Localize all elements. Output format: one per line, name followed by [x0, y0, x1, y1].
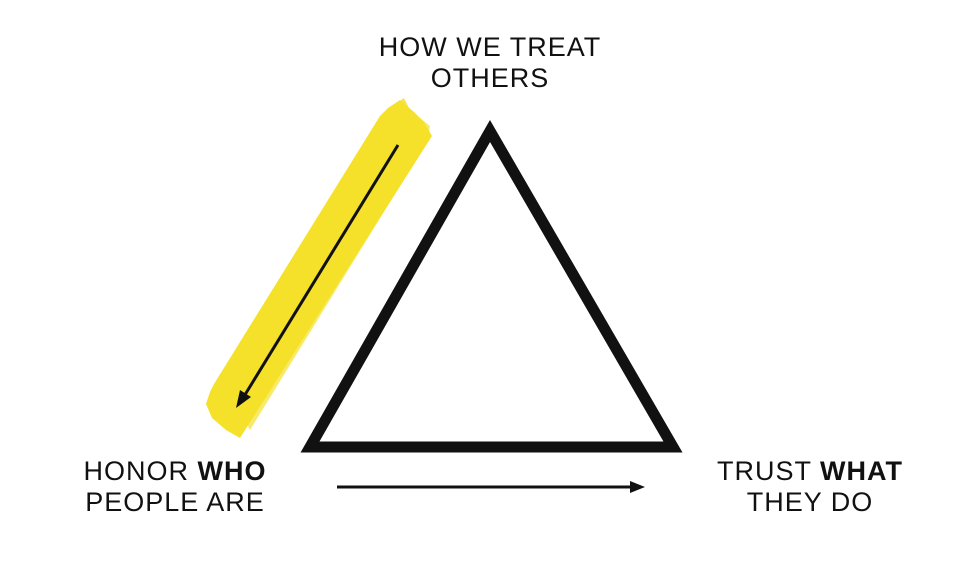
triangle-icon	[300, 119, 683, 453]
right-label-bold: WHAT	[820, 456, 903, 486]
right-label-line2: THEY DO	[746, 487, 874, 517]
arrow-right-icon	[337, 481, 645, 493]
left-label-line2: PEOPLE ARE	[85, 487, 265, 517]
left-label-prefix: HONOR	[83, 456, 198, 486]
right-label-prefix: TRUST	[717, 456, 821, 486]
arrow-down-left-icon	[236, 144, 400, 408]
left-label-bold: WHO	[197, 456, 267, 486]
top-label: HOW WE TREAT OTHERS	[340, 32, 640, 94]
right-label: TRUST WHAT THEY DO	[680, 456, 940, 518]
highlight-stroke	[206, 98, 432, 438]
right-label-line1: TRUST WHAT	[680, 456, 940, 487]
left-label: HONOR WHO PEOPLE ARE	[40, 456, 310, 518]
top-label-line2: OTHERS	[430, 63, 550, 93]
top-label-line1: HOW WE TREAT	[378, 32, 602, 62]
left-label-line1: HONOR WHO	[40, 456, 310, 487]
